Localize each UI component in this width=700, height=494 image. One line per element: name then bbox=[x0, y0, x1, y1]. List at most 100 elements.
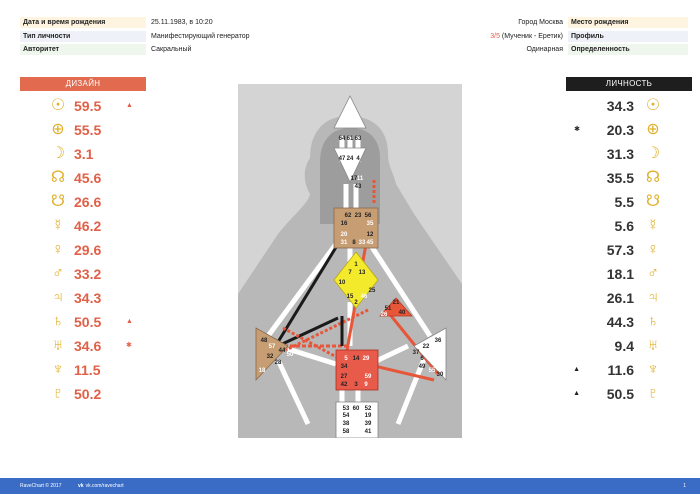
gate-label: 57 bbox=[269, 344, 276, 350]
north-node-icon: ☊ bbox=[645, 169, 661, 186]
gate-label: 27 bbox=[341, 374, 348, 380]
footer-copyright: RaveChart © 2017 bbox=[20, 483, 62, 489]
personality-row: ✱20.3⊕ bbox=[560, 120, 664, 140]
profile-value: 3/5 (Мученик - Еретик) bbox=[366, 31, 566, 42]
gate-label: 19 bbox=[365, 413, 372, 419]
gate-label: 31 bbox=[341, 240, 348, 246]
channel-20-57 bbox=[276, 243, 340, 343]
personality-gate-value: 57.3 bbox=[606, 242, 634, 258]
personality-gate-value: 11.6 bbox=[607, 362, 634, 378]
gate-label: 16 bbox=[341, 221, 348, 227]
sacral-center bbox=[335, 349, 379, 391]
gate-label: 37 bbox=[413, 350, 420, 356]
birth-place-label: Место рождения bbox=[568, 17, 688, 28]
channel-26-44 bbox=[285, 308, 369, 352]
type-value: Манифестирующий генератор bbox=[151, 33, 250, 40]
gate-label: 45 bbox=[367, 240, 374, 246]
design-gate-value: 34.3 bbox=[74, 290, 102, 306]
channel-40-37 bbox=[386, 311, 440, 375]
personality-row: 44.3♄ bbox=[560, 312, 664, 332]
gate-label: 64 bbox=[339, 136, 346, 142]
gate-label: 1 bbox=[354, 262, 358, 268]
personality-gate-value: 44.3 bbox=[606, 314, 634, 330]
gate-label: 47 bbox=[339, 156, 346, 162]
profile-name: (Мученик - Еретик) bbox=[499, 33, 563, 40]
gate-label: 24 bbox=[347, 156, 354, 162]
channel-10-34 bbox=[277, 316, 339, 348]
design-gate-value: 55.5 bbox=[74, 122, 102, 138]
bodygraph-svg: 64 61 63 47 24 4 17 11 43 62 23 56 16 35… bbox=[238, 84, 462, 439]
personality-gate-value: 26.1 bbox=[606, 290, 634, 306]
gate-label: 10 bbox=[339, 280, 346, 286]
design-gate-value: 34.6 bbox=[74, 338, 102, 354]
definition-value: Одинарная bbox=[526, 46, 564, 53]
mercury-icon: ☿ bbox=[647, 217, 659, 234]
defined-channels bbox=[276, 180, 440, 382]
g-center bbox=[333, 251, 379, 309]
design-row: ♀29.6 bbox=[48, 240, 158, 260]
jupiter-icon: ♃ bbox=[52, 289, 64, 306]
personality-gate-value: 50.5 bbox=[606, 386, 634, 402]
spleen-center bbox=[255, 327, 289, 382]
gate-label: 5 bbox=[344, 356, 348, 362]
personality-gate-value: 34.3 bbox=[606, 98, 634, 114]
personality-gate-value: 31.3 bbox=[606, 146, 634, 162]
gate-label: 20 bbox=[341, 232, 348, 238]
design-marker: ▲ bbox=[126, 102, 133, 109]
personality-row: 18.1♂ bbox=[560, 264, 664, 284]
personality-row: 57.3♀ bbox=[560, 240, 664, 260]
design-gate-value: 59.5 bbox=[74, 98, 102, 114]
gate-label: 58 bbox=[343, 429, 350, 435]
page-number: 1 bbox=[683, 483, 686, 489]
gate-label: 39 bbox=[365, 421, 372, 427]
design-gate-value: 50.5 bbox=[74, 314, 102, 330]
saturn-icon: ♄ bbox=[52, 313, 64, 330]
authority-value: Сакральный bbox=[151, 46, 192, 53]
channel-50-27 bbox=[282, 326, 343, 362]
design-header: ДИЗАЙН bbox=[20, 77, 146, 91]
gate-label: 59 bbox=[365, 374, 372, 380]
personality-row: 5.6☿ bbox=[560, 216, 664, 236]
design-row: ☉ 59.5 ▲ bbox=[48, 96, 158, 116]
design-row: ♂33.2 bbox=[48, 264, 158, 284]
gate-label: 13 bbox=[359, 270, 366, 276]
design-gate-value: 33.2 bbox=[74, 266, 102, 282]
birth-date-label: Дата и время рождения bbox=[20, 17, 146, 28]
venus-icon: ♀ bbox=[52, 241, 64, 258]
gate-label: 28 bbox=[275, 360, 282, 366]
personality-marker: ▲ bbox=[573, 366, 580, 373]
gate-label: 44 bbox=[279, 348, 286, 354]
gate-label: 35 bbox=[367, 221, 374, 227]
gate-label: 7 bbox=[348, 270, 352, 276]
info-row-authority: Авторитет Сакральный Одинарная Определен… bbox=[0, 44, 700, 55]
gate-label: 26 bbox=[381, 312, 388, 318]
gate-label: 6 bbox=[420, 356, 424, 362]
design-gate-value: 50.2 bbox=[74, 386, 102, 402]
gate-label: 61 bbox=[347, 136, 354, 142]
design-gate-value: 46.2 bbox=[74, 218, 102, 234]
design-row: ♄50.5▲ bbox=[48, 312, 158, 332]
gate-label: 54 bbox=[343, 413, 350, 419]
design-gate-value: 3.1 bbox=[74, 146, 94, 162]
design-row: ♆11.5 bbox=[48, 360, 158, 380]
gate-label: 11 bbox=[357, 176, 364, 182]
neptune-icon: ♆ bbox=[647, 361, 659, 378]
personality-header: ЛИЧНОСТЬ bbox=[566, 77, 692, 91]
throat-center bbox=[333, 207, 379, 249]
gate-label: 51 bbox=[385, 306, 392, 312]
pluto-icon: ♇ bbox=[52, 385, 64, 402]
root-center bbox=[335, 401, 379, 439]
design-row: ♇ 50.2 bbox=[48, 384, 158, 404]
ajna-center bbox=[333, 147, 367, 183]
sun-icon: ☉ bbox=[50, 97, 66, 114]
gate-label: 23 bbox=[355, 213, 362, 219]
gate-label: 32 bbox=[267, 354, 274, 360]
sun-icon: ☉ bbox=[645, 97, 661, 114]
birth-date-value: 25.11.1983, в 10:20 bbox=[151, 19, 213, 26]
gate-label: 55 bbox=[429, 368, 436, 374]
authority-label: Авторитет bbox=[20, 44, 146, 55]
info-row-type: Тип личности Манифестирующий генератор 3… bbox=[0, 31, 700, 42]
moon-icon: ☽ bbox=[50, 145, 66, 162]
gate-label: 29 bbox=[363, 356, 370, 362]
